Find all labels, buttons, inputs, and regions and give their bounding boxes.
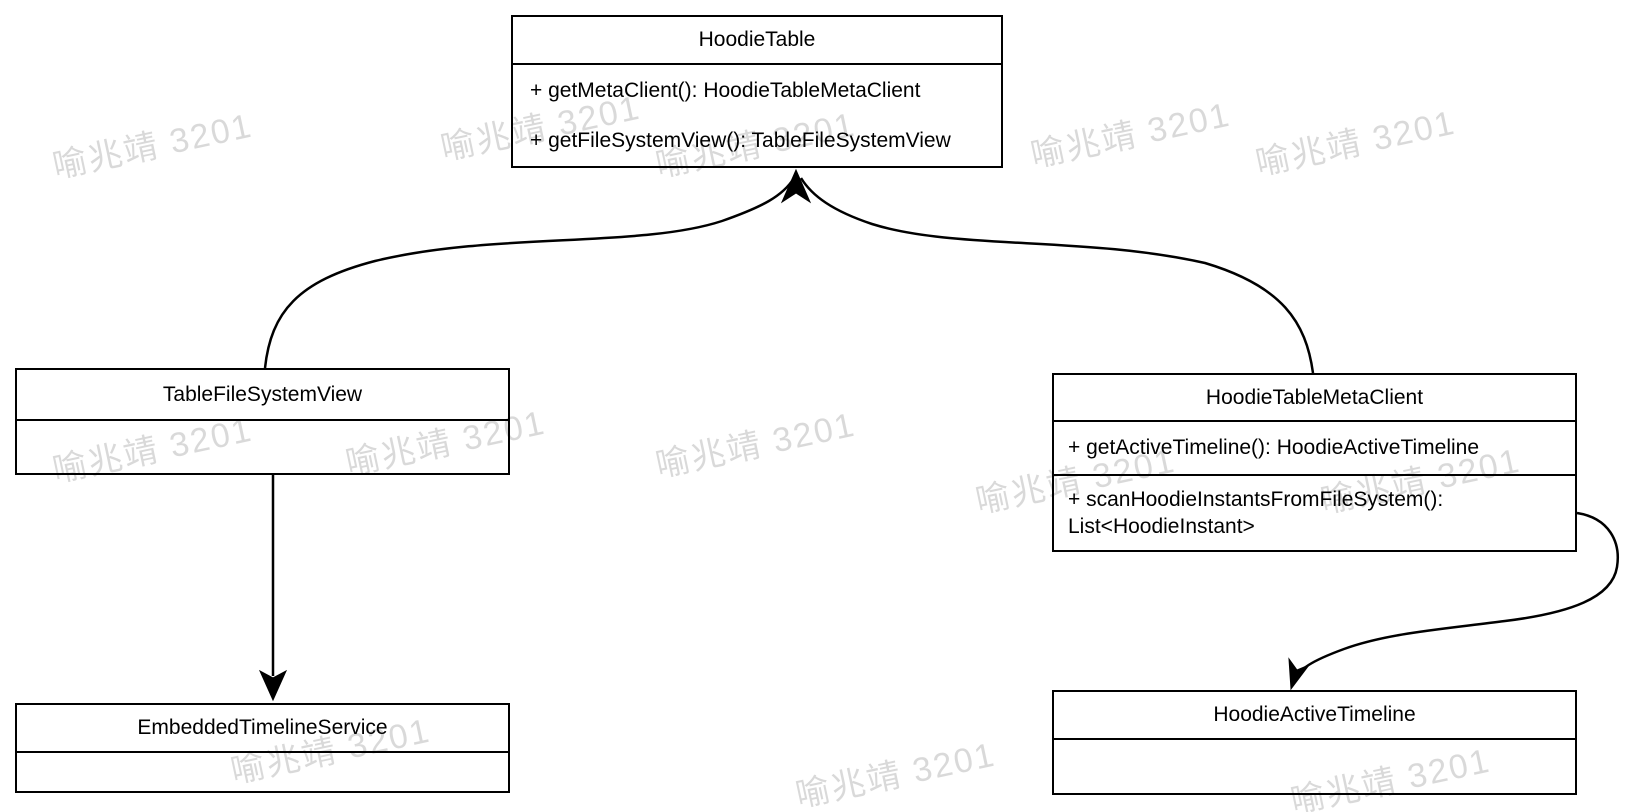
empty-compartment — [17, 419, 508, 473]
class-table-file-system-view: TableFileSystemView — [15, 368, 510, 475]
empty-compartment — [17, 751, 508, 791]
methods-compartment: + scanHoodieInstantsFromFileSystem(): Li… — [1054, 474, 1575, 550]
empty-compartment — [1054, 738, 1575, 793]
class-hoodie-table: HoodieTable + getMetaClient(): HoodieTab… — [511, 15, 1003, 168]
arrow-hoodietablemetaclient-to-hoodietable — [799, 177, 1315, 374]
class-hoodie-table-meta-client: HoodieTableMetaClient + getActiveTimelin… — [1052, 373, 1577, 552]
method-get-active-timeline: + getActiveTimeline(): HoodieActiveTimel… — [1068, 436, 1480, 459]
class-title-table-file-system-view: TableFileSystemView — [162, 382, 363, 406]
class-title-hoodie-table: HoodieTable — [698, 28, 816, 51]
arrow-tablefilesystemview-to-embeddedtimelineservice — [258, 475, 288, 702]
method-scan-hoodie-instants: + scanHoodieInstantsFromFileSystem(): Li… — [1068, 488, 1444, 538]
method-get-meta-client: + getMetaClient(): HoodieTableMetaClient — [530, 78, 921, 102]
class-title-embedded-timeline-service: EmbeddedTimelineService — [137, 716, 388, 739]
class-title-hoodie-table-meta-client: HoodieTableMetaClient — [1205, 385, 1424, 409]
class-hoodie-active-timeline: HoodieActiveTimeline — [1052, 690, 1577, 795]
methods-compartment: + getActiveTimeline(): HoodieActiveTimel… — [1054, 420, 1575, 474]
methods-compartment: + getMetaClient(): HoodieTableMetaClient… — [513, 63, 1001, 166]
class-embedded-timeline-service: EmbeddedTimelineService — [15, 703, 510, 793]
arrow-hoodietablemetaclient-to-hoodieactivetimeline — [1288, 511, 1619, 691]
merged-arrowhead-to-hoodietable — [780, 168, 812, 204]
class-title-hoodie-active-timeline: HoodieActiveTimeline — [1213, 703, 1416, 726]
arrow-tablefilesystemview-to-hoodietable — [263, 177, 796, 369]
method-get-file-system-view: + getFileSystemView(): TableFileSystemVi… — [530, 128, 951, 152]
